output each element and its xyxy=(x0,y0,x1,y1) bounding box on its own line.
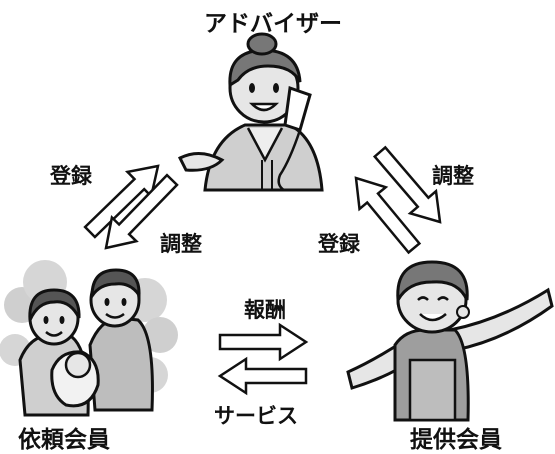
left-down-arrow xyxy=(104,173,179,250)
right-down-arrow xyxy=(372,145,442,224)
fee-label: 報酬 xyxy=(244,298,286,322)
right-registration-label: 登録 xyxy=(318,232,360,256)
right-up-arrow xyxy=(354,176,422,255)
family-illustration xyxy=(0,260,178,417)
left-coordination-label: 調整 xyxy=(160,232,202,256)
advisor-label: アドバイザー xyxy=(204,11,342,37)
service-label: サービス xyxy=(214,404,298,428)
right-coordination-label: 調整 xyxy=(432,164,474,188)
left-registration-label: 登録 xyxy=(50,164,92,188)
advisor-illustration xyxy=(177,32,324,192)
providing-member-label: 提供会員 xyxy=(410,427,502,453)
requesting-member-label: 依頼会員 xyxy=(18,427,110,453)
bottom-left-arrow xyxy=(217,356,308,396)
arrows xyxy=(83,145,442,396)
left-up-arrow xyxy=(83,164,160,239)
bottom-right-arrow xyxy=(218,322,309,362)
provider-illustration xyxy=(346,260,554,422)
